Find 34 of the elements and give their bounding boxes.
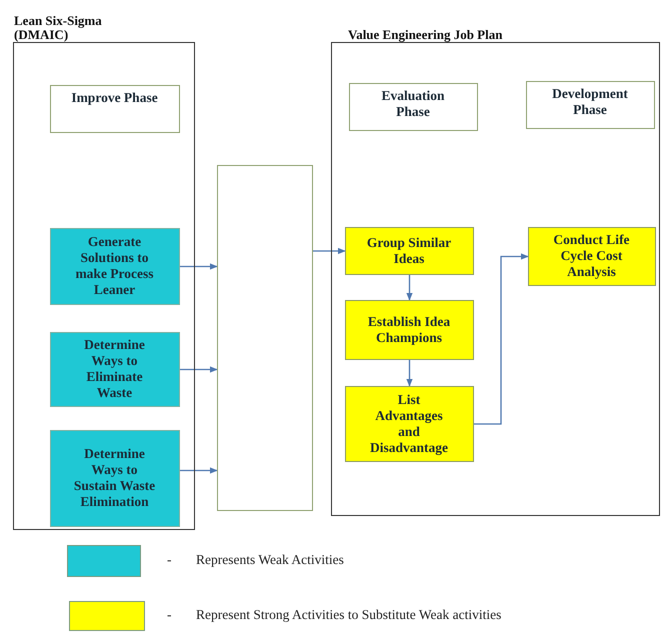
legend-text: Represent Strong Activities to Substitute Weak activities — [196, 607, 502, 623]
arrow — [474, 253, 529, 425]
panel-heading: Lean Six-Sigma (DMAIC) — [14, 14, 103, 42]
arrow — [180, 467, 218, 474]
phase-box — [348, 82, 478, 130]
box-text: Generate Solutions to make Process Leaner — [74, 234, 155, 298]
legend-dash: - — [167, 552, 172, 568]
strong-activity-box — [528, 226, 656, 286]
arrow — [180, 366, 218, 373]
arrow — [180, 263, 218, 270]
weak-activity-box — [50, 332, 180, 406]
box-text: Determine Ways to Eliminate Waste — [83, 337, 146, 401]
strong-activity-box — [344, 386, 474, 462]
phase-box — [50, 84, 180, 132]
arrow — [313, 248, 346, 254]
arrow — [406, 360, 413, 387]
strong-activity-box — [344, 300, 474, 360]
box-text: Group Similar Ideas — [366, 234, 452, 266]
box-text: Conduct Life Cycle Cost Analysis — [552, 232, 631, 280]
box-text: Determine Ways to Sustain Waste Elimination — [72, 446, 156, 510]
empty-box — [217, 165, 313, 511]
box-text: Establish Idea Champions — [366, 314, 452, 346]
box-text: List Advantages and Disadvantage — [368, 392, 449, 456]
strong-activity-box — [344, 226, 474, 274]
weak-activity-box — [50, 228, 180, 304]
box-text: Development Phase — [551, 86, 629, 118]
legend-text: Represents Weak Activities — [196, 552, 344, 568]
arrow — [406, 275, 413, 301]
phase-box — [526, 80, 654, 128]
legend-dash: - — [167, 607, 172, 623]
box-text: Improve Phase — [71, 90, 158, 106]
weak-activity-box — [50, 430, 180, 526]
panel-heading: Value Engineering Job Plan — [348, 28, 504, 42]
box-text: Evaluation Phase — [380, 88, 446, 120]
